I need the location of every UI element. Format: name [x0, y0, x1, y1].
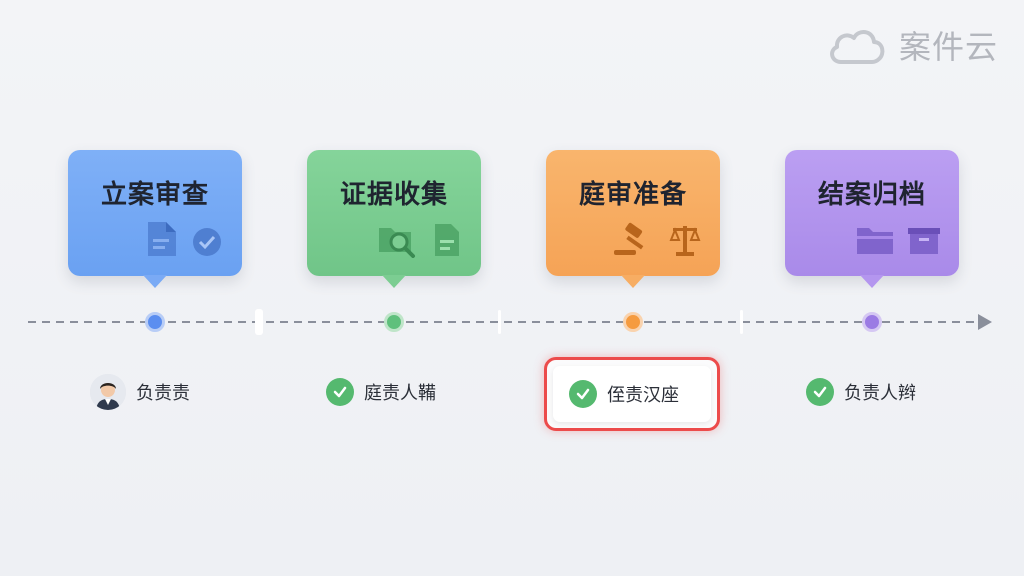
avatar — [90, 374, 126, 410]
status-text: 侄责汉座 — [607, 385, 679, 406]
brand-logo: 案件云 — [825, 20, 998, 70]
status-text: 庭责人鞴 — [364, 383, 436, 404]
check-icon — [326, 378, 354, 406]
status-text: 负责责 — [136, 383, 190, 404]
stage-card-trial-preparation[interactable]: 庭审准备 — [546, 150, 720, 288]
document-icon — [435, 224, 459, 256]
stage-title: 证据收集 — [339, 180, 448, 210]
stage-title: 结案归档 — [817, 180, 926, 210]
folder-icon — [857, 228, 893, 254]
check-icon — [569, 380, 597, 408]
timeline-tick — [498, 310, 501, 334]
timeline-tick — [740, 310, 743, 334]
cloud-icon — [830, 30, 885, 64]
timeline-node-4[interactable] — [862, 312, 882, 332]
status-item-2[interactable]: 庭责人鞴 — [326, 374, 436, 410]
scales-icon — [669, 226, 701, 256]
check-icon — [806, 378, 834, 406]
stage-card-filing-review[interactable]: 立案审查 — [68, 150, 242, 288]
stage-card-case-closing-archive[interactable]: 结案归档 — [785, 150, 959, 288]
timeline-node-2[interactable] — [384, 312, 404, 332]
document-icon — [148, 222, 176, 256]
check-circle-icon — [193, 228, 221, 256]
folder-search-icon — [379, 228, 415, 258]
stage-title: 立案审查 — [100, 180, 209, 210]
archive-box-icon — [908, 228, 940, 254]
gavel-icon — [614, 222, 644, 255]
stage-card-evidence-collection[interactable]: 证据收集 — [307, 150, 481, 288]
timeline-tick — [255, 309, 263, 335]
status-item-3-highlighted[interactable]: 侄责汉座 — [544, 357, 720, 431]
stage-title: 庭审准备 — [578, 180, 687, 210]
timeline-node-3[interactable] — [623, 312, 643, 332]
brand-name: 案件云 — [898, 28, 998, 66]
status-item-4[interactable]: 负责人辫 — [806, 374, 916, 410]
timeline-node-1[interactable] — [145, 312, 165, 332]
status-item-1[interactable]: 负责责 — [90, 374, 190, 410]
status-text: 负责人辫 — [844, 383, 916, 404]
